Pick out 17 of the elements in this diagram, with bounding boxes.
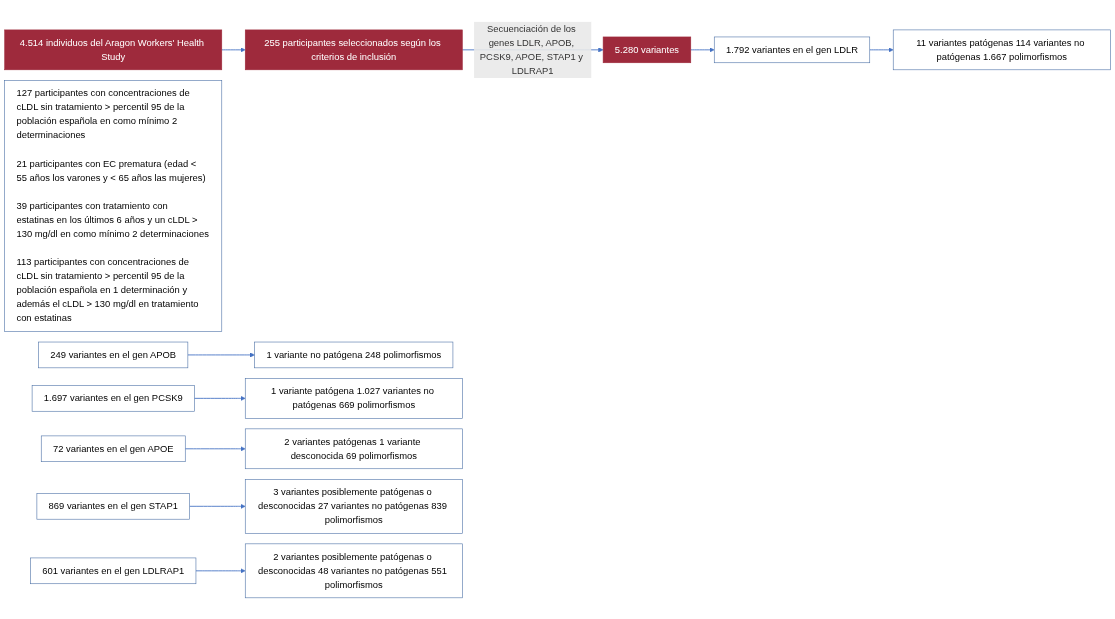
node-box: 127 participantes con concentraciones de cLDL sin tratamiento > percentil 95 de la población española en como mínimo 2 determinaciones 21 participantes con EC prematura (edad < 55 años los varones y < 65 años las mujeres) 39 participantes con tratamiento con estatinas en los últimos 6 años y un cLDL > 130 mg/dl en como mínimo 2 determinaciones 113 participantes con concentraciones de cLDL sin tratamiento > percentil 95 de la población española en 1 determinación y además el cLDL > 130 mg/dl en tratamiento con estatinas <box>4 79 223 332</box>
node-box: 4.514 individuos del Aragon Workers' Health Study <box>4 29 223 70</box>
node-box: 869 variantes en el gen STAP1 <box>36 492 190 520</box>
node-box: 2 variantes patógenas 1 variante desconocida 69 polimorfismos <box>244 428 463 469</box>
node-box: 601 variantes en el gen LDLRAP1 <box>30 557 197 584</box>
node-box: 2 variantes posiblemente patógenas o desconocidas 48 variantes no patógenas 551 polimorfismos <box>244 543 463 598</box>
node-box: 3 variantes posiblemente patógenas o desconocidas 27 variantes no patógenas 839 polimorfismos <box>244 478 463 534</box>
node-box: 1.697 variantes en el gen PCSK9 <box>31 384 195 412</box>
node-box: 11 variantes patógenas 114 variantes no patógenas 1.667 polimorfismos <box>892 29 1111 70</box>
node-box: 1.792 variantes en el gen LDLR <box>713 36 871 63</box>
node-box: 1 variante patógena 1.027 variantes no patógenas 669 polimorfismos <box>244 377 463 419</box>
node-box: 5.280 variantes <box>602 36 692 63</box>
edge-label: Secuenciación de los genes LDLR, APOB, PCSK9, APOE, STAP1 y LDLRAP1 <box>479 23 583 76</box>
node-box: 255 participantes seleccionados según los criterios de inclusión <box>244 29 463 70</box>
node-box: 72 variantes en el gen APOE <box>40 435 186 462</box>
node-box: 249 variantes en el gen APOB <box>38 341 189 368</box>
node-box: 1 variante no patógena 248 polimorfismos <box>254 341 454 368</box>
